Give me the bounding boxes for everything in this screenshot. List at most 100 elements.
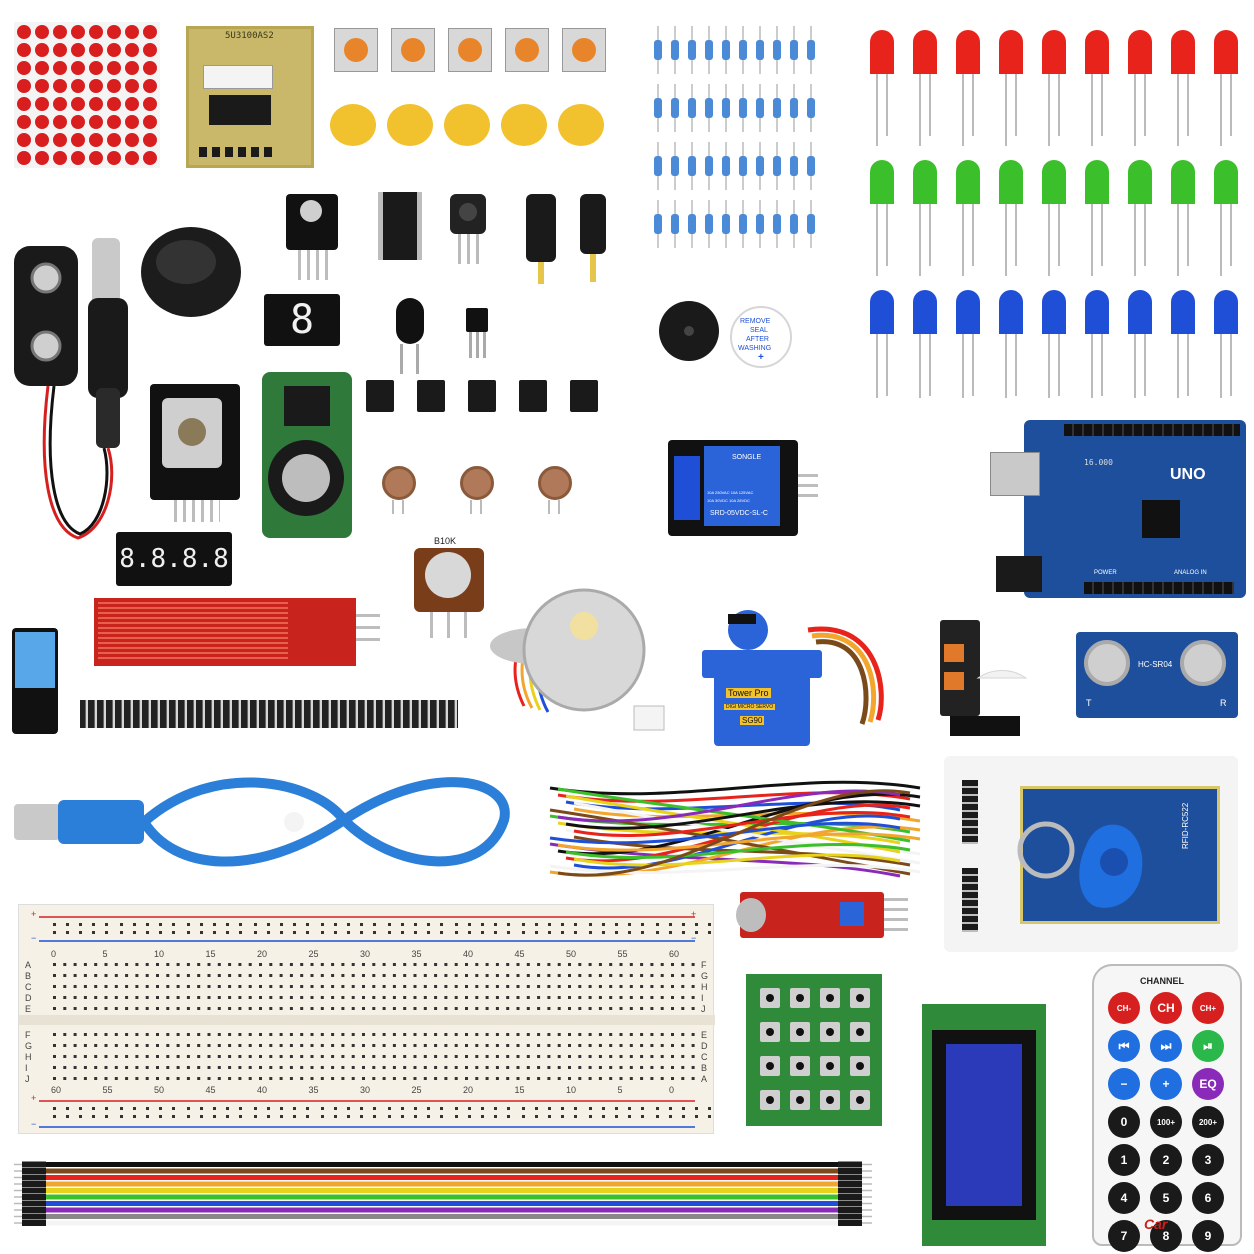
breadboard-hole — [238, 974, 242, 977]
breadboard-hole — [506, 985, 510, 988]
breadboard-hole — [682, 1107, 685, 1110]
breadboard-hole — [238, 1044, 242, 1047]
remote-button[interactable]: 0 — [1108, 1106, 1140, 1138]
remote-button[interactable]: CH — [1150, 992, 1182, 1024]
remote-button[interactable]: 100+ — [1150, 1106, 1182, 1138]
breadboard-label: 35 — [308, 1085, 319, 1095]
breadboard-label: 0 — [669, 1085, 675, 1095]
breadboard-hole — [403, 1033, 407, 1036]
breadboard-hole — [413, 963, 417, 966]
arduino-uno-board: UNO 16.000 POWER ANALOG IN — [1024, 420, 1246, 598]
breadboard-hole — [217, 1077, 221, 1080]
remote-button[interactable]: − — [1108, 1068, 1140, 1100]
breadboard-hole — [401, 1107, 404, 1110]
breadboard-hole — [468, 1115, 471, 1118]
remote-button[interactable]: 4 — [1108, 1182, 1140, 1214]
breadboard-hole — [53, 931, 56, 934]
remote-button[interactable]: 9 — [1192, 1220, 1224, 1252]
breadboard-hole — [289, 1066, 293, 1069]
breadboard-hole — [372, 996, 376, 999]
keypad-key — [790, 1022, 810, 1042]
breadboard-hole — [494, 1115, 497, 1118]
breadboard-hole — [682, 931, 685, 934]
remote-button[interactable]: CH+ — [1192, 992, 1224, 1024]
breadboard-hole — [475, 1007, 479, 1010]
breadboard-hole — [629, 974, 633, 977]
breadboard-hole — [310, 1044, 314, 1047]
breadboard-hole — [254, 1107, 257, 1110]
breadboard-hole — [440, 923, 443, 926]
breadboard-hole — [104, 1033, 108, 1036]
remote-button[interactable]: 2 — [1150, 1144, 1182, 1176]
remote-button[interactable]: 8 — [1150, 1220, 1182, 1252]
breadboard-hole — [568, 996, 571, 999]
breadboard-hole — [414, 931, 417, 934]
breadboard-hole — [588, 1033, 592, 1036]
matrix-dot — [125, 97, 139, 111]
driver-pins — [199, 147, 277, 157]
breadboard-hole — [598, 1066, 602, 1069]
breadboard-hole — [320, 985, 324, 988]
matrix-dot — [125, 25, 139, 39]
matrix-dot — [143, 115, 157, 129]
remote-button[interactable]: 6 — [1192, 1182, 1224, 1214]
breadboard-hole — [465, 1007, 468, 1010]
remote-button[interactable]: 200+ — [1192, 1106, 1224, 1138]
relay-model: SRD-05VDC-SL-C — [710, 510, 768, 517]
photoresistor — [382, 466, 416, 500]
breadboard-label: 55 — [102, 1085, 113, 1095]
breadboard-hole — [588, 1055, 592, 1058]
breadboard-hole — [334, 931, 337, 934]
breadboard-hole — [522, 1115, 525, 1118]
remote-button[interactable]: ⏯ — [1192, 1030, 1224, 1062]
breadboard-hole — [427, 1115, 430, 1118]
led-body — [913, 290, 937, 334]
seven-segment-single: 8 — [264, 294, 340, 346]
breadboard-hole — [239, 1107, 242, 1110]
breadboard-hole — [537, 985, 541, 988]
remote-button[interactable]: 5 — [1150, 1182, 1182, 1214]
breadboard-hole — [360, 923, 363, 926]
remote-button[interactable]: 3 — [1192, 1144, 1224, 1176]
resistor-body — [756, 214, 764, 234]
remote-button[interactable]: CH- — [1108, 992, 1140, 1024]
remote-button[interactable]: + — [1150, 1068, 1182, 1100]
breadboard-hole — [120, 1107, 123, 1110]
remote-button[interactable]: ⏮ — [1108, 1030, 1140, 1062]
breadboard-hole — [423, 974, 427, 977]
ribbon-wire — [42, 1181, 842, 1187]
breadboard-hole — [125, 974, 129, 977]
breadboard-hole — [403, 963, 407, 966]
breadboard-hole — [226, 931, 229, 934]
breadboard-hole — [640, 963, 644, 966]
breadboard-hole — [427, 931, 430, 934]
breadboard-hole — [547, 1066, 551, 1069]
remote-button[interactable]: EQ — [1192, 1068, 1224, 1100]
breadboard-hole — [598, 963, 602, 966]
keypad-key-dot — [796, 1096, 804, 1104]
breadboard-hole — [320, 974, 324, 977]
breadboard-hole — [557, 985, 561, 988]
matrix-dot — [17, 151, 31, 165]
led-dot-matrix — [14, 22, 160, 168]
breadboard-hole — [351, 1044, 355, 1047]
remote-button[interactable]: 1 — [1108, 1144, 1140, 1176]
breadboard-hole — [522, 923, 525, 926]
breadboard-hole — [114, 1055, 118, 1058]
breadboard-hole — [360, 1107, 363, 1110]
breadboard-hole — [568, 985, 571, 988]
stepper-motor — [490, 588, 665, 731]
breadboard-hole — [104, 1055, 108, 1058]
breadboard-hole — [83, 1055, 87, 1058]
remote-button[interactable]: 7 — [1108, 1220, 1140, 1252]
keypad-key — [850, 1022, 870, 1042]
matrix-dot — [125, 115, 139, 129]
breadboard-hole — [94, 985, 98, 988]
breadboard-hole — [444, 985, 448, 988]
led-body — [1042, 290, 1066, 334]
breadboard-hole — [598, 974, 602, 977]
breadboard-hole — [578, 1044, 582, 1047]
breadboard-hole — [186, 963, 190, 966]
remote-button[interactable]: ⏭ — [1150, 1030, 1182, 1062]
breadboard-label: F — [701, 960, 707, 970]
